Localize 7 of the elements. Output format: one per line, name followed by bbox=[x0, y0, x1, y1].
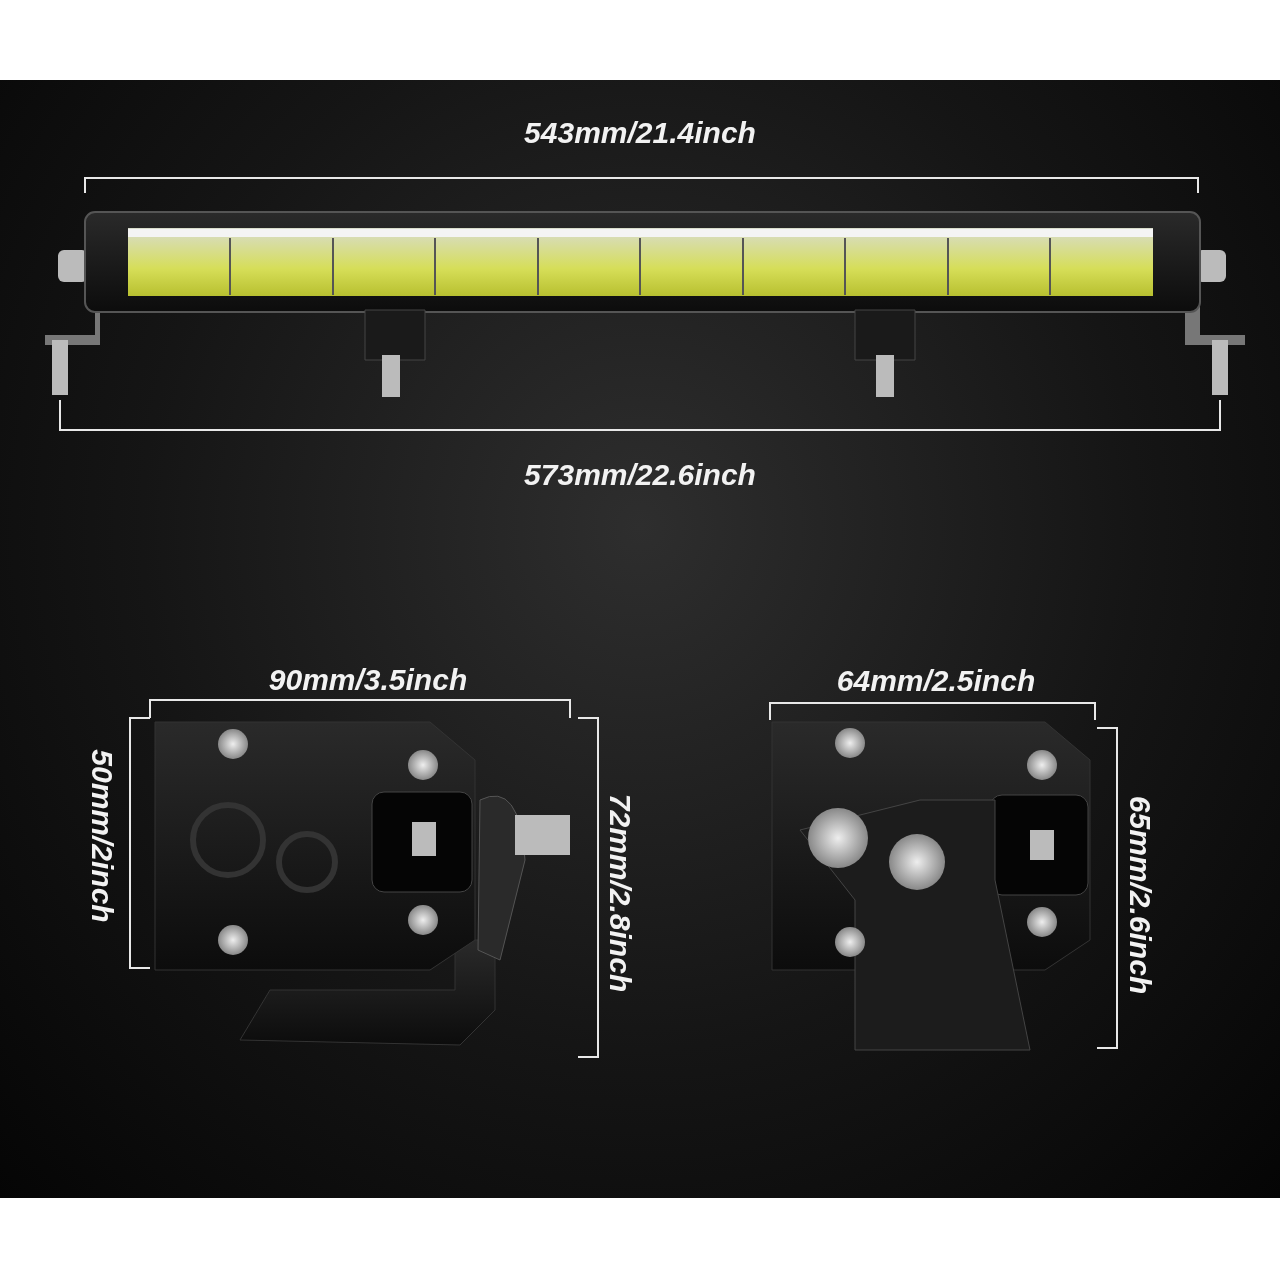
dimension-label: 64mm/2.5inch bbox=[836, 666, 1036, 696]
dimension-label: 543mm/21.4inch bbox=[524, 118, 756, 148]
dimension-label: 72mm/2.8inch bbox=[605, 793, 635, 993]
dimension-label: 573mm/22.6inch bbox=[524, 460, 756, 490]
dimension-label: 50mm/2inch bbox=[87, 749, 117, 923]
dimension-label: 90mm/3.5inch bbox=[268, 665, 468, 695]
dimension-label: 65mm/2.6inch bbox=[1125, 795, 1155, 995]
